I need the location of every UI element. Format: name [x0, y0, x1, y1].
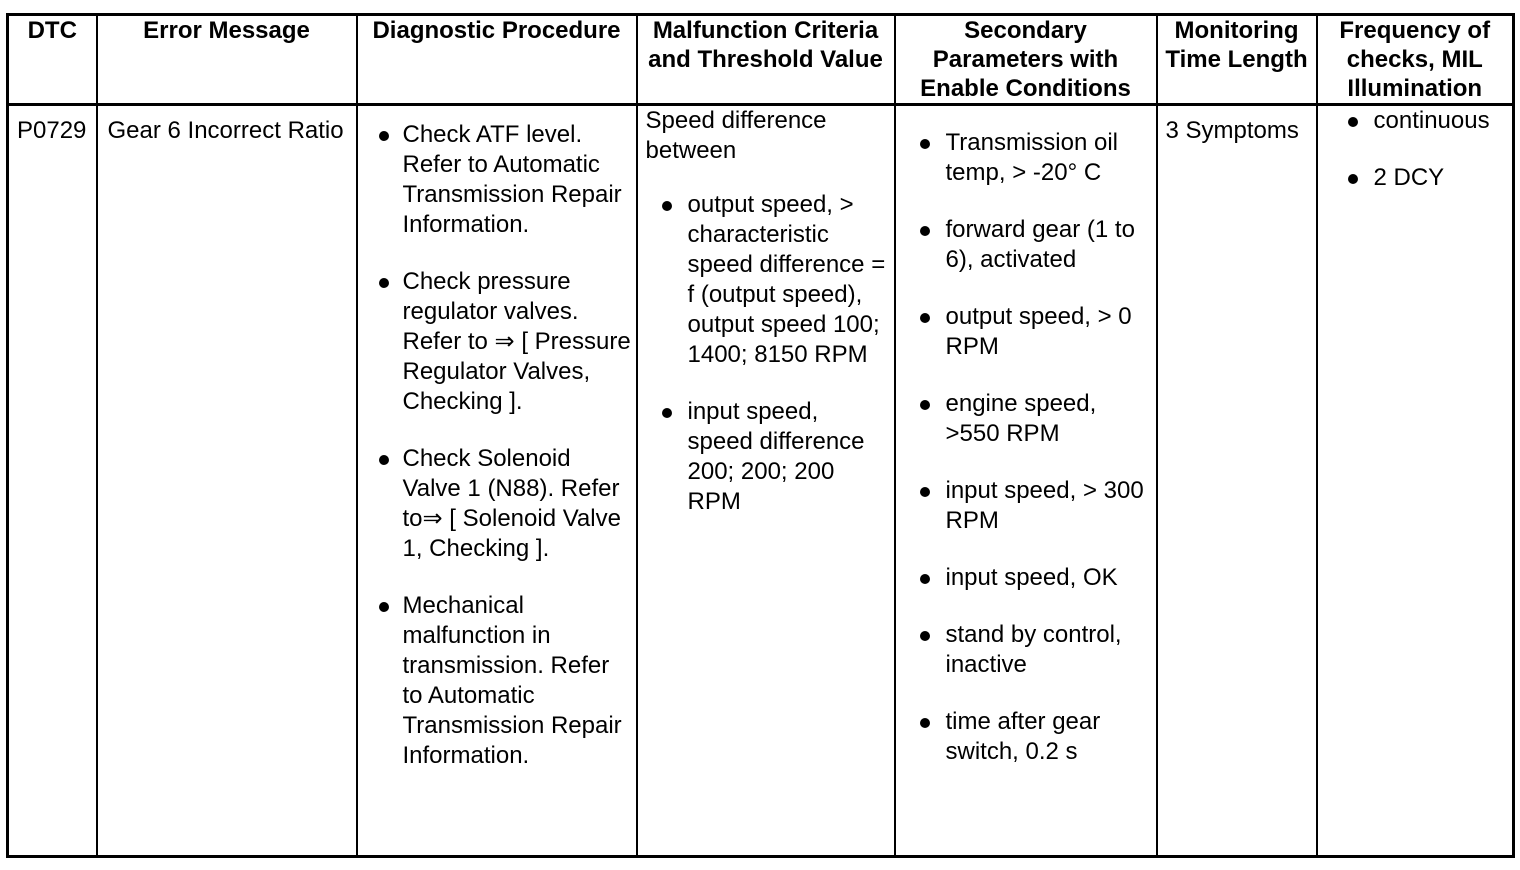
cell-dtc: P0729 — [6, 104, 98, 857]
table-body: P0729 Gear 6 Incorrect Ratio Check ATF l… — [6, 104, 1515, 857]
list-item: Check ATF level. Refer to Automatic Tran… — [360, 120, 632, 240]
column-header-diagnostic-procedure: Diagnostic Procedure — [355, 14, 638, 106]
cell-diagnostic-procedure: Check ATF level. Refer to Automatic Tran… — [355, 104, 638, 857]
header-row: DTC Error Message Diagnostic Procedure M… — [6, 14, 1515, 106]
list-item: forward gear (1 to 6), activated — [906, 215, 1150, 275]
secondary-parameters-block: Transmission oil temp, > -20° C forward … — [896, 106, 1156, 804]
malfunction-criteria-block: Speed difference between output speed, >… — [638, 106, 894, 517]
column-header-dtc: DTC — [6, 14, 98, 106]
list-item: output speed, > characteristic speed dif… — [646, 190, 888, 370]
list-item: input speed, OK — [906, 563, 1150, 593]
cell-frequency-of-checks: continuous 2 DCY — [1315, 104, 1515, 857]
monitoring-time-length-text: 3 Symptoms — [1165, 117, 1299, 144]
frequency-of-checks-list: continuous 2 DCY — [1336, 106, 1507, 193]
list-item: 2 DCY — [1336, 163, 1507, 193]
list-item: time after gear switch, 0.2 s — [906, 707, 1150, 767]
list-item: engine speed, >550 RPM — [906, 389, 1150, 449]
malfunction-criteria-list: output speed, > characteristic speed dif… — [646, 190, 888, 517]
dtc-code: P0729 — [17, 117, 87, 144]
cell-error-message: Gear 6 Incorrect Ratio — [95, 104, 358, 857]
error-message-text: Gear 6 Incorrect Ratio — [107, 117, 344, 144]
cell-monitoring-time-length: 3 Symptoms — [1155, 104, 1318, 857]
list-item: Mechanical malfunction in transmission. … — [360, 591, 632, 771]
column-header-frequency-of-checks: Frequency of checks, MIL Illumination — [1315, 14, 1515, 106]
cell-secondary-parameters: Transmission oil temp, > -20° C forward … — [893, 104, 1158, 857]
list-item: input speed, > 300 RPM — [906, 476, 1150, 536]
column-header-malfunction-criteria: Malfunction Criteria and Threshold Value — [635, 14, 896, 106]
diagnostic-procedure-list: Check ATF level. Refer to Automatic Tran… — [360, 120, 632, 771]
dtc-diagnostic-table: DTC Error Message Diagnostic Procedure M… — [6, 13, 1515, 858]
list-item: Check pressure regulator valves. Refer t… — [360, 267, 632, 417]
cell-malfunction-criteria: Speed difference between output speed, >… — [635, 104, 896, 857]
column-header-monitoring-time-length: Monitoring Time Length — [1155, 14, 1318, 106]
table-header: DTC Error Message Diagnostic Procedure M… — [6, 14, 1515, 106]
list-item: output speed, > 0 RPM — [906, 302, 1150, 362]
document-sheet: DTC Error Message Diagnostic Procedure M… — [6, 13, 1515, 858]
column-header-secondary-parameters: Secondary Parameters with Enable Conditi… — [893, 14, 1158, 106]
frequency-of-checks-block: continuous 2 DCY — [1318, 106, 1513, 193]
list-item: Transmission oil temp, > -20° C — [906, 128, 1150, 188]
list-item: continuous — [1336, 106, 1507, 136]
table-row: P0729 Gear 6 Incorrect Ratio Check ATF l… — [6, 104, 1515, 857]
column-header-error-message: Error Message — [95, 14, 358, 106]
list-item: Check Solenoid Valve 1 (N88). Refer to⇒ … — [360, 444, 632, 564]
list-item: stand by control, inactive — [906, 620, 1150, 680]
list-item: input speed, speed difference 200; 200; … — [646, 397, 888, 517]
malfunction-criteria-lead: Speed difference between — [645, 107, 827, 164]
diagnostic-procedure-block: Check ATF level. Refer to Automatic Tran… — [358, 106, 636, 808]
secondary-parameters-list: Transmission oil temp, > -20° C forward … — [906, 128, 1150, 767]
